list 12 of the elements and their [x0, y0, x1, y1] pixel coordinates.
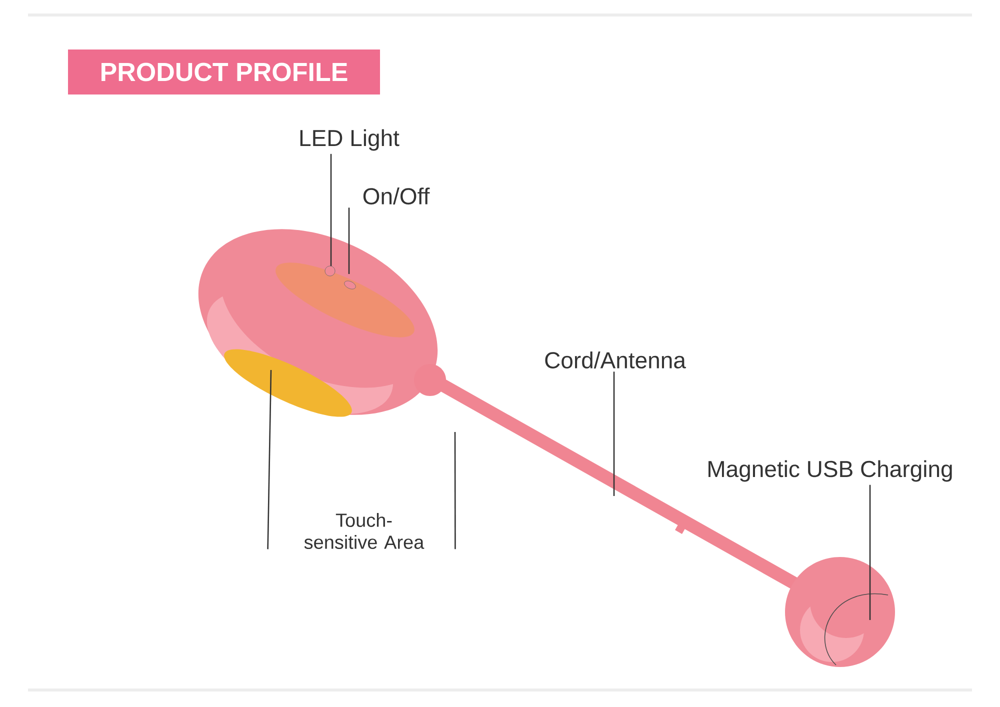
label-text: Cord/Antenna [545, 352, 686, 368]
leader-line [454, 432, 456, 550]
leader-line [869, 484, 871, 620]
label-text: Touch-sensitive Area [304, 513, 424, 549]
label-text: Magnetic USB Charging [708, 460, 952, 482]
title-banner: PRODUCT PROFILE [68, 50, 380, 94]
leader-line [613, 372, 615, 496]
leader-line [330, 154, 332, 266]
label-text: On/Off [363, 188, 430, 204]
leader-line [267, 370, 272, 550]
label-text: LED Light [300, 129, 400, 151]
leader-line [348, 208, 350, 274]
